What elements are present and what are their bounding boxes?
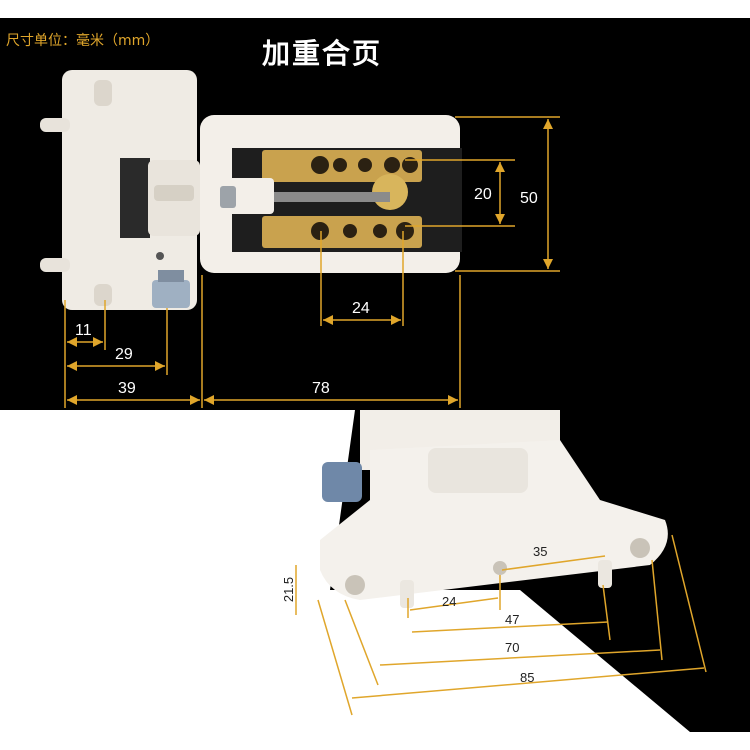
dimension-24-bottom: 24 [442,594,457,609]
right-hinge-box [200,115,462,273]
dimension-20: 20 [474,186,492,203]
dimension-11: 11 [75,322,92,339]
top-dimension-lines [64,116,560,408]
dimension-29: 29 [115,346,133,363]
unit-label: 尺寸单位：毫米（mm） [6,33,160,49]
dimension-21-5: 21.5 [281,576,297,603]
dimension-50: 50 [520,190,538,207]
thumb-screw [152,270,190,308]
product-title: 加重合页 [262,37,383,70]
left-hinge-plate [40,70,200,310]
bottom-dimension-lines [295,534,707,716]
dimension-78: 78 [312,380,330,397]
bottom-hinge-body [320,410,668,608]
dimension-39: 39 [118,380,136,397]
dimension-47: 47 [505,612,520,627]
dimension-35: 35 [533,544,548,559]
top-arrowheads [67,119,553,405]
top-hinge-illustration [40,70,560,408]
dimension-70: 70 [505,640,520,655]
dimension-85: 85 [520,670,535,685]
dimension-24-top: 24 [352,300,370,317]
